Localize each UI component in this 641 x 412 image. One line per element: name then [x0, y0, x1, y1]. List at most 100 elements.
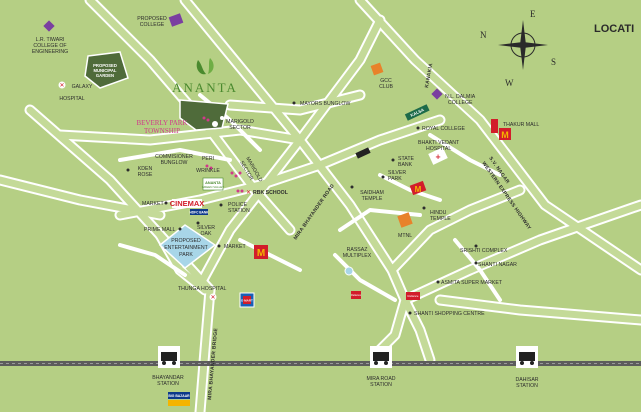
kanakia-road-label: KANAKIA: [424, 62, 434, 88]
station-dahisar: DAHISAR STATION: [515, 346, 539, 389]
svg-text:STATE: STATE: [398, 156, 414, 162]
ananta-green-valley-tag: ANANTA GREEN VALLEY: [202, 177, 225, 191]
svg-text:SHANTI SHOPPING CENTRE: SHANTI SHOPPING CENTRE: [414, 311, 485, 317]
svg-text:MIRA ROAD: MIRA ROAD: [366, 376, 395, 382]
svg-text:BHAYANDAR: BHAYANDAR: [152, 375, 184, 381]
beverly-park-label: BEVERLY PARK TOWNSHIP: [136, 119, 187, 135]
svg-text:BANK: BANK: [398, 162, 413, 168]
thunga-hospital: THUNGA HOSPITAL ✕: [178, 286, 226, 301]
svg-text:N.L. DALMIA: N.L. DALMIA: [445, 94, 476, 100]
svg-text:WRINKLE: WRINKLE: [196, 168, 220, 174]
svg-text:THUNGA HOSPITAL: THUNGA HOSPITAL: [178, 286, 226, 292]
dark-tag: [355, 147, 371, 159]
rassaz-multiplex: RASSAZ MULTIPLEX: [343, 247, 372, 276]
svg-text:SRISHTI COMPLEX: SRISHTI COMPLEX: [460, 248, 508, 254]
ananta-logo: ANANTA: [172, 58, 238, 95]
svg-text:MUNICIPAL: MUNICIPAL: [94, 68, 117, 73]
commisioner-bunglow: COMMISIONER BUNGLOW: [155, 154, 193, 166]
svg-text:CINEMAX: CINEMAX: [170, 199, 205, 208]
proposed-college: PROPOSED COLLEGE: [137, 13, 184, 28]
svg-text:HOSPITAL: HOSPITAL: [426, 146, 451, 152]
svg-text:PARK: PARK: [388, 176, 402, 182]
svg-text:PROPOSED: PROPOSED: [171, 238, 201, 244]
svg-text:M: M: [415, 185, 422, 194]
svg-text:BHAKTI VEDANT: BHAKTI VEDANT: [418, 140, 460, 146]
srishti-complex: SRISHTI COMPLEX: [460, 244, 508, 254]
svg-text:ENGINEERING: ENGINEERING: [32, 49, 68, 55]
saidham-temple: SAIDHAM TEMPLE: [350, 185, 384, 202]
svg-text:ROYAL COLLEGE: ROYAL COLLEGE: [422, 126, 465, 132]
svg-text:STATION: STATION: [370, 382, 392, 388]
reliance-tag-1: Reliance: [351, 291, 362, 299]
svg-text:ASMITA SUPER MARKET: ASMITA SUPER MARKET: [441, 280, 503, 286]
svg-text:HINDU: HINDU: [430, 210, 447, 216]
svg-text:D MART: D MART: [241, 299, 253, 303]
entertainment-park: PROPOSED ENTERTAINMENT PARK: [158, 224, 217, 269]
svg-text:L.R. TIWARI: L.R. TIWARI: [36, 37, 65, 43]
svg-text:RBK SCHOOL: RBK SCHOOL: [253, 190, 289, 196]
dmart: D MART: [239, 292, 255, 308]
kalsa-tag: KALSA: [404, 104, 430, 121]
svg-text:MAYORS BUNGLOW: MAYORS BUNGLOW: [300, 101, 350, 107]
shanti-shopping-centre: SHANTI SHOPPING CENTRE: [408, 311, 485, 317]
station-mira-road: MIRA ROAD STATION: [366, 346, 396, 388]
svg-text:GALAXY: GALAXY: [72, 84, 93, 90]
svg-text:TEMPLE: TEMPLE: [430, 216, 451, 222]
svg-text:GREEN VALLEY: GREEN VALLEY: [202, 185, 225, 189]
svg-text:COMMISIONER: COMMISIONER: [155, 154, 193, 160]
project-name: ANANTA: [172, 80, 238, 95]
svg-text:COLLEGE: COLLEGE: [140, 22, 165, 28]
svg-text:M: M: [501, 130, 509, 140]
svg-text:MTNL: MTNL: [398, 233, 412, 239]
svg-text:MULTIPLEX: MULTIPLEX: [343, 253, 372, 259]
svg-text:KALSA: KALSA: [410, 107, 425, 118]
svg-text:HOSPITAL: HOSPITAL: [59, 96, 84, 102]
silver-oak: SILVER OAK: [196, 221, 215, 237]
svg-text:ENTERTAINMENT: ENTERTAINMENT: [164, 245, 208, 251]
bhakti-vedant-hospital: + BHAKTI VEDANT HOSPITAL: [418, 140, 460, 165]
station-bhayandar: BHAYANDAR STATION: [152, 346, 184, 387]
police-station: POLICE STATION: [219, 202, 250, 214]
kden-rose: KDEN ROSE: [126, 166, 153, 178]
svg-text:COLLEGE: COLLEGE: [448, 100, 473, 106]
marigold-sector-a: MARIGOLD SECTOR: [202, 116, 254, 131]
svg-text:DAHISAR: DAHISAR: [515, 377, 538, 383]
ananta-site: [179, 99, 229, 131]
svg-text:SILVER: SILVER: [388, 170, 406, 176]
svg-text:THAKUR MALL: THAKUR MALL: [503, 122, 539, 128]
svg-text:TEMPLE: TEMPLE: [362, 196, 383, 202]
hindu-temple: HINDU TEMPLE: [422, 206, 451, 222]
compass-rose: N E S W: [480, 9, 556, 88]
svg-text:PERI: PERI: [202, 156, 214, 162]
location-header: LOCATI: [594, 23, 634, 35]
mcdonalds-west: M: [254, 245, 268, 259]
svg-text:STATION: STATION: [228, 208, 250, 214]
svg-text:STATION: STATION: [516, 383, 538, 389]
svg-text:GCC: GCC: [380, 78, 392, 84]
asmita-super-market: ASMITA SUPER MARKET: [436, 280, 503, 286]
svg-text:BIG BAZAAR: BIG BAZAAR: [168, 394, 190, 398]
svg-text:PARK: PARK: [179, 252, 193, 258]
svg-text:M: M: [257, 248, 265, 259]
galaxy-hospital: ✕ GALAXY HOSPITAL: [58, 81, 93, 102]
svg-text:STATION: STATION: [157, 381, 179, 387]
state-bank: STATE BANK: [391, 156, 414, 168]
svg-text:PROPOSED: PROPOSED: [137, 16, 167, 22]
svg-text:Reliance: Reliance: [408, 294, 419, 298]
thakur-mall: M THAKUR MALL: [491, 119, 539, 140]
svg-text:PRIME MALL: PRIME MALL: [144, 227, 176, 233]
svg-text:OAK: OAK: [201, 231, 212, 237]
svg-text:CLUB: CLUB: [379, 84, 393, 90]
svg-text:✕: ✕: [210, 294, 215, 301]
shanti-nagar: SHANTI NAGAR: [474, 261, 517, 268]
svg-text:Reliance: Reliance: [351, 293, 362, 297]
svg-text:SILVER: SILVER: [197, 225, 215, 231]
svg-text:HDFC BANK: HDFC BANK: [190, 211, 210, 215]
cinemax: CINEMAX HDFC BANK: [170, 199, 209, 215]
svg-text:MARIGOLD: MARIGOLD: [226, 119, 254, 125]
royal-college: ROYAL COLLEGE: [416, 126, 465, 132]
silver-park: SILVER PARK: [381, 170, 406, 182]
svg-text:✕: ✕: [59, 82, 64, 89]
lr-tiwari-college: L.R. TIWARI COLLEGE OF ENGINEERING: [32, 20, 68, 55]
svg-text:SECTOR: SECTOR: [229, 125, 251, 131]
